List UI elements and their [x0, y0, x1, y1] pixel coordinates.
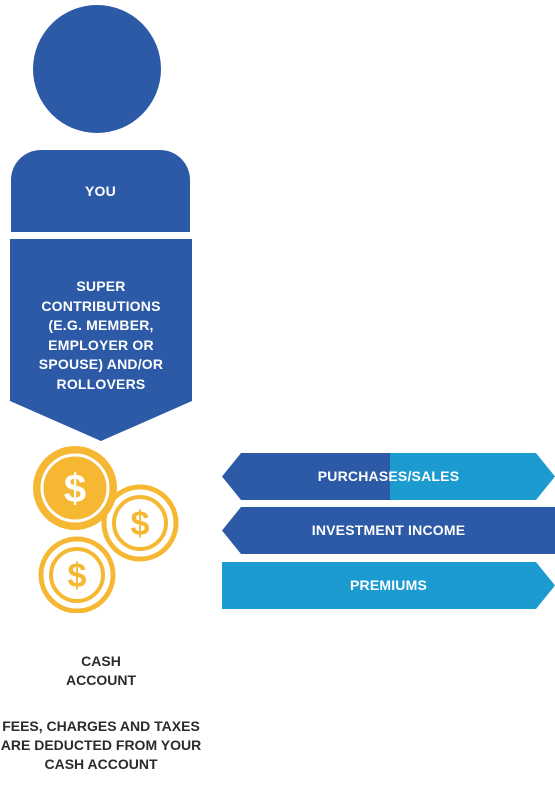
contributions-line: ROLLOVERS — [56, 375, 146, 392]
contributions-line: CONTRIBUTIONS — [41, 297, 161, 314]
svg-text:$: $ — [64, 467, 86, 511]
contributions-text: SUPER CONTRIBUTIONS (E.G. MEMBER, EMPLOY… — [10, 277, 192, 394]
cash-account-label: CASH ACCOUNT — [10, 652, 192, 690]
cash-account-line: ACCOUNT — [66, 672, 136, 688]
contributions-arrow — [10, 239, 192, 441]
investment-income-label: INVESTMENT INCOME — [311, 522, 466, 538]
fees-line: CASH ACCOUNT — [44, 756, 158, 772]
person-head-icon — [33, 5, 161, 133]
contributions-line: EMPLOYER OR — [48, 336, 154, 353]
contributions-line: SUPER — [76, 278, 126, 294]
premiums-arrow — [222, 562, 555, 609]
purchases-sales-arrow — [222, 453, 555, 500]
cash-account-line: CASH — [81, 653, 121, 669]
coin-top-icon: $ — [33, 446, 117, 530]
svg-text:$: $ — [131, 505, 150, 543]
contributions-line: SPOUSE) AND/OR — [38, 356, 164, 372]
coin-right-icon: $ — [101, 484, 179, 562]
premiums-label: PREMIUMS — [349, 577, 428, 593]
coin-bottom-icon: $ — [38, 536, 116, 613]
contributions-line: (E.G. MEMBER, — [48, 317, 154, 333]
you-label: YOU — [85, 183, 116, 199]
fees-line: ARE DEDUCTED FROM YOUR — [0, 737, 202, 753]
person-body: YOU — [11, 150, 190, 232]
fees-text: FEES, CHARGES AND TAXES ARE DEDUCTED FRO… — [0, 717, 202, 774]
coins-icon: $ $ $ — [33, 446, 179, 613]
svg-text:$: $ — [68, 557, 87, 595]
investment-income-arrow — [222, 507, 555, 554]
fees-line: FEES, CHARGES AND TAXES — [2, 718, 200, 734]
purchases-sales-label: PURCHASES/SALES — [317, 468, 460, 484]
